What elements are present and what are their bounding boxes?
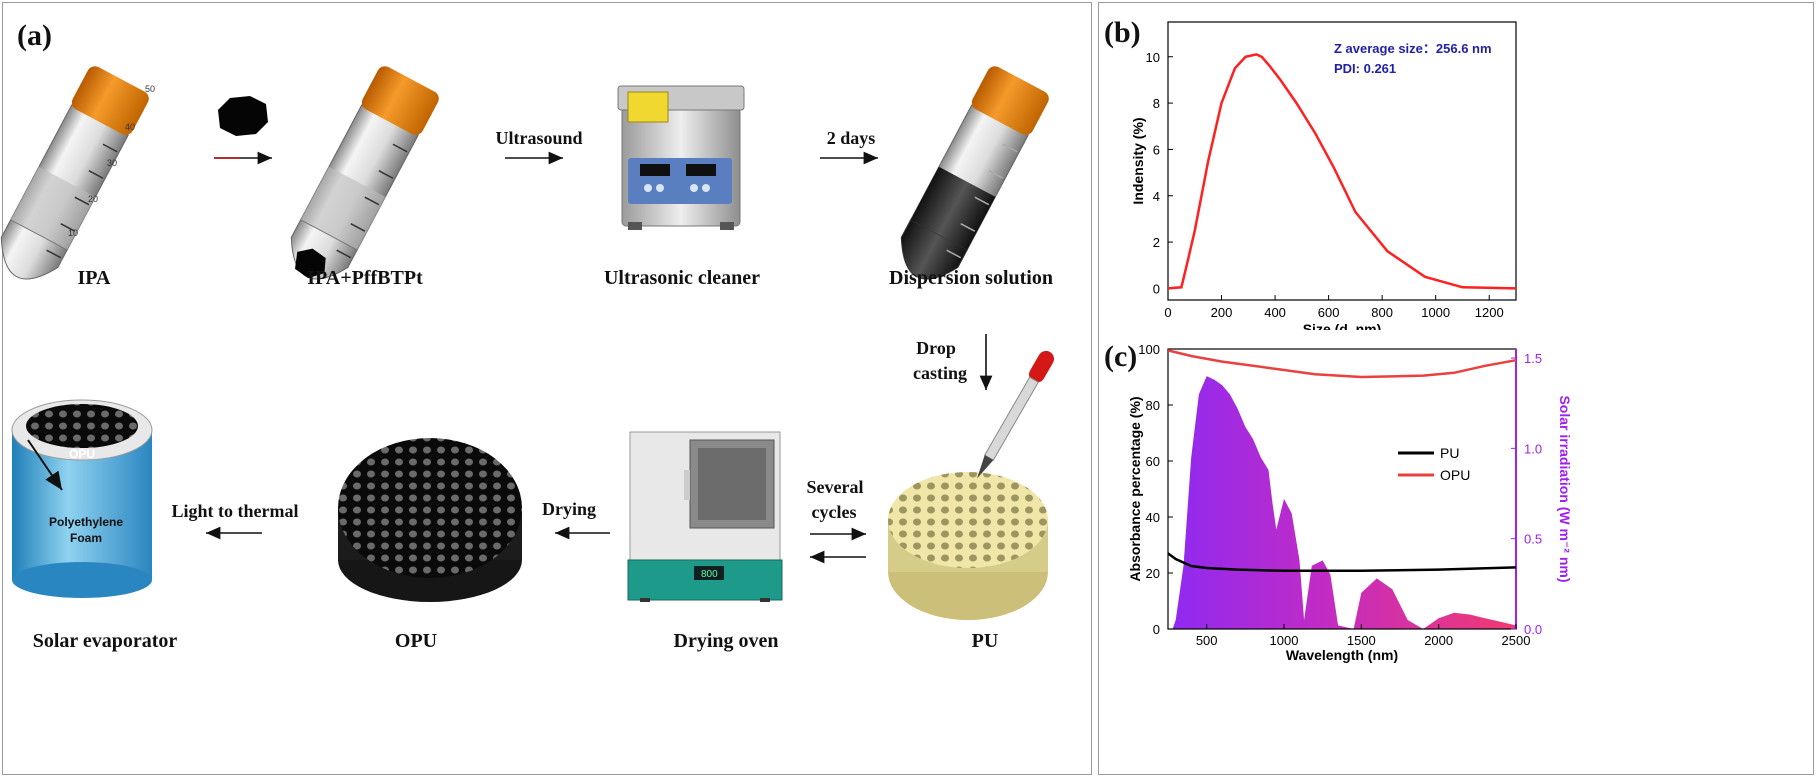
y2-tick-label: 0.5 — [1524, 532, 1542, 547]
label-drying: Drying — [542, 499, 596, 519]
x-axis-label: Size (d. nm) — [1303, 321, 1382, 330]
tube-tick-label: 40 — [125, 122, 135, 132]
y-tick-label: 2 — [1153, 235, 1160, 250]
test-tube-ipa-pffbtpt — [290, 66, 439, 280]
legend-pu-label: PU — [1440, 445, 1459, 461]
x-tick-label: 1200 — [1475, 305, 1504, 320]
chart-absorbance: 500 1000 1500 2000 2500 0 20 40 60 80 100 0.0 0.5 1.0… — [1127, 342, 1573, 663]
label-ipa-pffbtpt: IPA+PffBTPt — [307, 267, 423, 289]
x-tick-label: 2500 — [1502, 633, 1531, 648]
x-tick-label: 200 — [1211, 305, 1233, 320]
y-tick-label: 6 — [1153, 142, 1160, 157]
y-axis-label: Absorbance percentage (%) — [1127, 396, 1143, 581]
label-several-cycles-2: cycles — [811, 502, 857, 522]
label-opu: OPU — [394, 630, 438, 652]
label-dispersion-solution: Dispersion solution — [889, 267, 1053, 289]
test-tube-ipa — [0, 66, 149, 280]
x-tick-label: 800 — [1371, 305, 1393, 320]
size-distribution-line — [1167, 53, 1517, 290]
pu-foam — [888, 472, 1048, 620]
pu-line — [1167, 552, 1517, 573]
y-tick-label: 0 — [1153, 622, 1160, 637]
foam-label-1: Polyethylene — [49, 515, 123, 529]
x-axis-label: Wavelength (nm) — [1286, 647, 1398, 663]
x-tick-label: 1500 — [1347, 633, 1376, 648]
tube-tick-label: 20 — [88, 194, 98, 204]
label-ipa: IPA — [77, 267, 111, 289]
tube-tick-label: 10 — [68, 228, 78, 238]
annotation-z-average: Z average size：256.6 nm — [1334, 41, 1492, 56]
y-tick-label: 80 — [1146, 398, 1160, 413]
ultrasonic-cleaner — [617, 85, 745, 230]
x-tick-label: 1000 — [1270, 633, 1299, 648]
y-tick-label: 100 — [1138, 342, 1160, 357]
x-tick-label: 0 — [1164, 305, 1171, 320]
annotation-pdi: PDI: 0.261 — [1334, 61, 1396, 76]
oven-display: 800 — [701, 569, 718, 580]
opu-foam — [338, 438, 522, 602]
y2-tick-label: 1.5 — [1524, 351, 1542, 366]
y-tick-label: 10 — [1146, 50, 1160, 65]
x-tick-label: 500 — [1196, 633, 1218, 648]
x-tick-label: 2000 — [1424, 633, 1453, 648]
panel-a-label: (a) — [17, 19, 52, 52]
y2-axis-label: Solar irradiation (W m⁻² nm) — [1557, 395, 1573, 582]
test-tube-dispersion — [900, 66, 1049, 280]
pffbtpt-powder — [218, 96, 268, 136]
x-tick-label: 600 — [1318, 305, 1340, 320]
label-light-to-thermal: Light to thermal — [171, 501, 299, 521]
label-drop-casting-2: casting — [913, 363, 967, 383]
y-tick-label: 8 — [1153, 96, 1160, 111]
plot-frame — [1167, 21, 1517, 301]
x-tick-label: 1000 — [1421, 305, 1450, 320]
panel-c-label: (c) — [1104, 340, 1138, 373]
opu-line — [1167, 349, 1517, 379]
drying-oven — [627, 431, 783, 602]
y-axis-label: Indensity (%) — [1130, 117, 1146, 204]
y2-tick-label: 1.0 — [1524, 441, 1542, 456]
label-drop-casting-1: Drop — [916, 338, 956, 358]
y-tick-label: 20 — [1146, 566, 1160, 581]
label-pu: PU — [971, 630, 999, 652]
y-tick-label: 40 — [1146, 510, 1160, 525]
y2-tick-label: 0.0 — [1524, 622, 1542, 637]
y-tick-label: 0 — [1153, 281, 1160, 296]
panel-b-label: (b) — [1104, 16, 1141, 49]
evaporator-top-label: OPU — [69, 447, 95, 461]
label-two-days: 2 days — [826, 128, 876, 148]
tube-tick-label: 30 — [107, 158, 117, 168]
label-ultrasound: Ultrasound — [495, 128, 583, 148]
x-tick-label: 400 — [1264, 305, 1286, 320]
panel-a: (a) — [2, 2, 1092, 775]
legend-opu-label: OPU — [1440, 467, 1470, 483]
process-diagram: 50 40 30 20 10 — [0, 66, 1054, 620]
solar-evaporator — [11, 399, 153, 598]
solar-irradiation-area — [1172, 376, 1516, 629]
y-tick-label: 60 — [1146, 454, 1160, 469]
label-ultrasonic-cleaner: Ultrasonic cleaner — [603, 267, 761, 289]
dropper-icon — [977, 350, 1054, 479]
y-tick-label: 4 — [1153, 189, 1160, 204]
foam-label-2: Foam — [70, 531, 102, 545]
label-solar-evaporator: Solar evaporator — [32, 630, 178, 652]
label-drying-oven: Drying oven — [673, 630, 779, 652]
tube-tick-label: 50 — [145, 84, 155, 94]
label-several-cycles-1: Several — [806, 477, 864, 497]
